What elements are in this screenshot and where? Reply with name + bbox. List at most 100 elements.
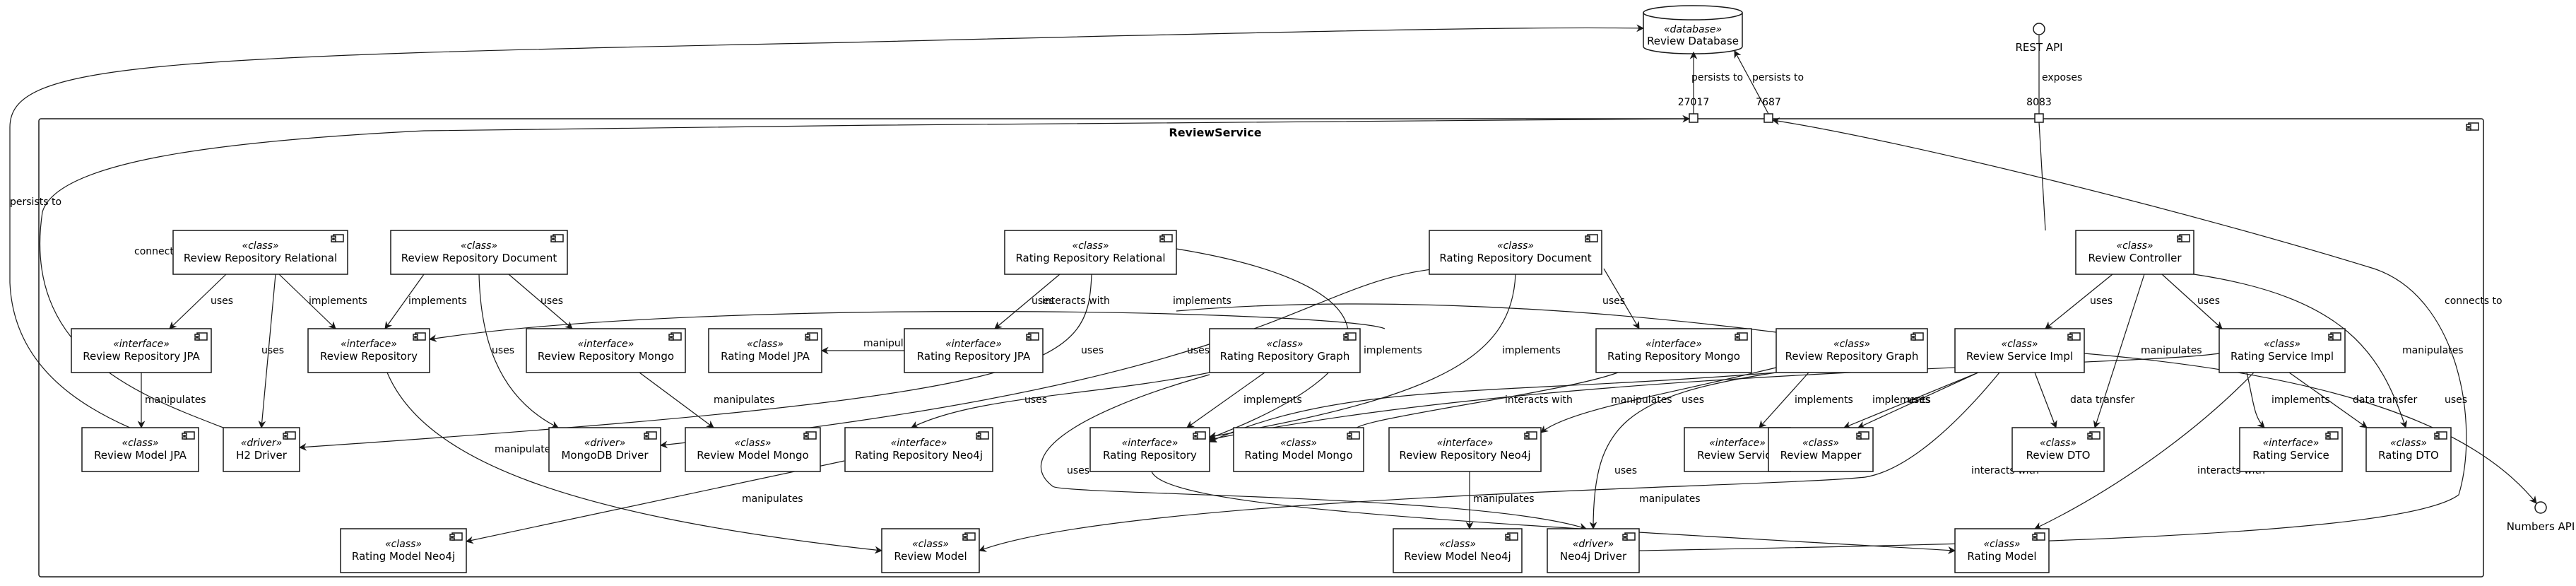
edge-connector — [2045, 274, 2113, 329]
rating-model-jpa-component: «class»Rating Model JPA — [708, 328, 822, 373]
mongodb-driver-component: «driver»MongoDB Driver — [548, 427, 661, 472]
component-icon — [550, 234, 564, 242]
rating-repository-document-component: «class»Rating Repository Document — [1429, 230, 1602, 275]
edge-connector — [428, 310, 1386, 342]
edge-label-implements: implements — [1364, 345, 1422, 356]
edge-label-manipulates: manipulates — [145, 394, 206, 406]
component-stereotype: «class» — [1280, 438, 1317, 449]
component-icon — [1856, 431, 1869, 440]
component-icon — [805, 332, 818, 341]
edge-label-manipulates: manipulates — [742, 493, 803, 505]
edge-label-uses: uses — [540, 295, 563, 307]
edge-connector — [2288, 372, 2368, 428]
component-stereotype: «interface» — [891, 438, 947, 449]
component-name: Review Model — [894, 550, 967, 563]
container-component-icon — [2466, 122, 2479, 131]
component-stereotype: «class» — [912, 539, 949, 550]
component-icon — [2434, 431, 2447, 440]
edge-label-persists-to: persists to — [1691, 72, 1743, 83]
review-repository-mongo-component: «interface»Review Repository Mongo — [526, 328, 686, 373]
component-name: Review Repository Mongo — [538, 350, 674, 363]
rating-model-neo4j-component: «class»Rating Model Neo4j — [340, 528, 467, 573]
edge-connector — [39, 115, 1691, 428]
numbers-api-interface: Numbers API — [2507, 501, 2575, 533]
component-stereotype: «interface» — [113, 339, 170, 350]
component-stereotype: «class» — [1439, 539, 1476, 550]
component-icon — [2177, 234, 2190, 242]
review-repository-relational-component: «class»Review Repository Relational — [172, 230, 348, 275]
review-service-impl-component: «class»Review Service Impl — [1954, 328, 2085, 373]
edge-connector — [298, 274, 1092, 451]
edge-label-implements: implements — [2271, 394, 2330, 406]
edge-label-persists-to: persists to — [10, 197, 61, 208]
edge-connector — [2034, 372, 2255, 529]
component-stereotype: «interface» — [945, 339, 1002, 350]
edge-connector — [911, 372, 1210, 428]
edge-label-implements: implements — [1243, 394, 1302, 406]
edge-label-uses: uses — [2090, 295, 2113, 307]
edge-label-manipulates: manipulates — [1611, 394, 1672, 406]
component-stereotype: «interface» — [1646, 339, 1702, 350]
review-repository-neo4j-component: «interface»Review Repository Neo4j — [1388, 427, 1542, 472]
edge-connector — [2093, 274, 2145, 429]
edge-connector — [994, 274, 1060, 329]
component-stereotype: «class» — [1983, 539, 2020, 550]
edge-label-uses: uses — [1187, 345, 1210, 356]
component-name: Review DTO — [2026, 449, 2091, 462]
database-name: Review Database — [1647, 35, 1739, 47]
component-icon — [1735, 332, 1748, 341]
edge-label-implements: implements — [1502, 345, 1561, 356]
component-stereotype: «interface» — [1709, 438, 1766, 449]
container-title: ReviewService — [1169, 126, 1261, 139]
edge-connector — [978, 372, 2000, 552]
review-controller-component: «class»Review Controller — [2075, 230, 2194, 275]
component-stereotype: «class» — [1802, 438, 1839, 449]
component-icon — [976, 431, 989, 440]
edge-label-data-transfer: data transfer — [2070, 394, 2135, 406]
component-stereotype: «class» — [1072, 240, 1109, 252]
component-stereotype: «class» — [461, 240, 497, 252]
component-icon — [1193, 431, 1206, 440]
component-stereotype: «class» — [2001, 339, 2038, 350]
component-icon — [283, 431, 296, 440]
component-icon — [962, 532, 976, 541]
edge-label-manipulates: manipulates — [1473, 493, 1535, 505]
component-stereotype: «class» — [2264, 339, 2300, 350]
review-mapper-component: «class»Review Mapper — [1768, 427, 1874, 472]
edge-connector — [2038, 122, 2046, 231]
component-name: Review Service — [1697, 449, 1778, 462]
edge-label-uses: uses — [1081, 345, 1104, 356]
component-name: Rating Repository Mongo — [1607, 350, 1740, 363]
edge-connector — [1151, 471, 1956, 554]
component-icon — [803, 431, 817, 440]
edge-label-uses: uses — [2197, 295, 2220, 307]
component-icon — [2328, 332, 2341, 341]
component-name: Rating Repository Neo4j — [855, 449, 983, 462]
edge-label-interacts-with: interacts with — [1505, 394, 1573, 406]
edge-label-persists-to: persists to — [1752, 72, 1804, 83]
edge-label-manipulates: manipulates — [2141, 345, 2202, 356]
edge-connector — [258, 274, 276, 429]
edge-connector — [1176, 303, 1777, 333]
component-icon — [1524, 431, 1537, 440]
component-name: Rating Service Impl — [2231, 350, 2334, 363]
component-icon — [331, 234, 344, 242]
component-name: Review Mapper — [1780, 449, 1862, 462]
edge-label-implements: implements — [1872, 394, 1931, 406]
review-repository-document-component: «class»Review Repository Document — [390, 230, 568, 275]
h2-driver-component: «driver»H2 Driver — [223, 427, 300, 472]
component-stereotype: «class» — [1266, 339, 1303, 350]
component-icon — [194, 332, 208, 341]
rating-service-component: «interface»Rating Service — [2239, 427, 2343, 472]
edge-connector — [1603, 268, 1640, 329]
edge-connector — [2161, 274, 2223, 329]
edge-label-uses: uses — [1908, 394, 1930, 406]
review-model-mongo-component: «class»Review Model Mongo — [685, 427, 821, 472]
component-name: Review Controller — [2088, 252, 2182, 264]
edge-label-data-transfer: data transfer — [2353, 394, 2418, 406]
edge-connector — [9, 24, 1645, 453]
component-icon — [1347, 431, 1360, 440]
component-stereotype: «class» — [2040, 438, 2076, 449]
edge-connector — [2034, 372, 2057, 429]
review-repository-component: «interface»Review Repository — [307, 328, 430, 373]
